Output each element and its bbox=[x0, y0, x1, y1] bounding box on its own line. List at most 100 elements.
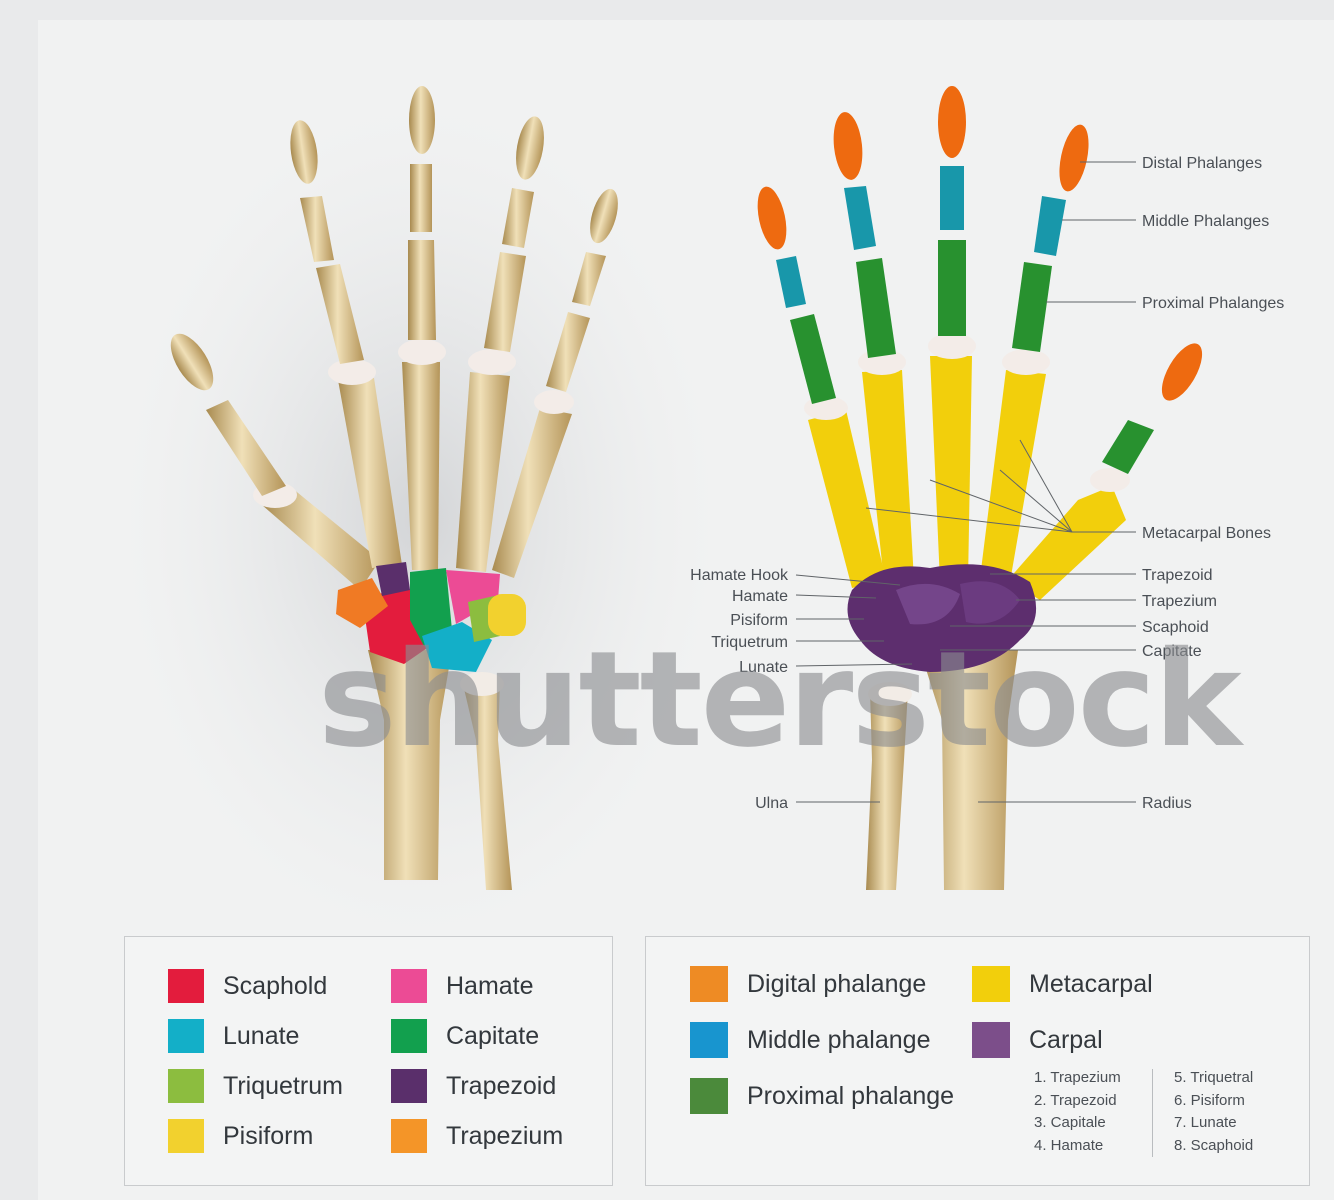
left-middle-proximal bbox=[408, 240, 436, 340]
right-middle-middle bbox=[940, 166, 964, 230]
left-index-distal bbox=[290, 120, 318, 184]
left-index-middle bbox=[300, 196, 334, 262]
legend-swatch bbox=[391, 1119, 427, 1153]
legend-item: Digital phalange bbox=[690, 966, 926, 1002]
left-little-distal bbox=[590, 188, 618, 244]
shutterstock-watermark: shutterstock bbox=[318, 623, 1245, 777]
right-little-middle bbox=[776, 256, 806, 308]
carpal-list-item: 8. Scaphoid bbox=[1174, 1136, 1254, 1154]
left-little-proximal bbox=[546, 312, 590, 392]
legend-label: Metacarpal bbox=[1029, 969, 1153, 998]
left-joint-cap bbox=[468, 349, 516, 375]
left-capitate-bone bbox=[410, 568, 452, 646]
right-carpal-highlight bbox=[960, 581, 1020, 624]
right-ulna-cap bbox=[868, 682, 912, 706]
label-ulna: Ulna bbox=[755, 795, 788, 812]
left-ring-middle bbox=[502, 188, 534, 248]
legend-label: Pisiform bbox=[223, 1121, 314, 1150]
left-joint-cap bbox=[398, 339, 446, 365]
left-ulna-cap bbox=[460, 672, 504, 696]
left-pisiform-bone bbox=[488, 594, 526, 636]
left-hand-bones bbox=[170, 86, 618, 890]
legend-swatch bbox=[690, 1022, 728, 1058]
carpal-list-item: 5. Triquetral bbox=[1174, 1069, 1254, 1086]
label-triquetrum: Triquetrum bbox=[711, 634, 788, 651]
legend-item: Middle phalange bbox=[690, 1022, 930, 1058]
left-index-proximal bbox=[316, 264, 364, 364]
left-joint-cap bbox=[534, 390, 574, 414]
label-scaphoid: Scaphoid bbox=[1142, 619, 1209, 636]
right-little-proximal bbox=[790, 314, 836, 404]
carpal-numbered-list-b: 5. Triquetral 6. Pisiform 7. Lunate 8. S… bbox=[1174, 1067, 1253, 1157]
left-ulna-bone bbox=[462, 680, 512, 890]
label-hamate-hook: Hamate Hook bbox=[690, 567, 789, 584]
label-capitate: Capitate bbox=[1142, 643, 1202, 660]
legend-swatch bbox=[690, 966, 728, 1002]
legend-swatch bbox=[168, 1069, 204, 1103]
legend-label: Carpal bbox=[1029, 1025, 1103, 1054]
label-distal-phalanges: Distal Phalanges bbox=[1142, 155, 1262, 172]
region-legend: Digital phalange Middle phalange Proxima… bbox=[645, 936, 1310, 1186]
right-joint-cap bbox=[1090, 468, 1130, 492]
left-little-middle bbox=[572, 252, 606, 306]
leader-lines bbox=[795, 161, 1136, 803]
right-joint-cap bbox=[1002, 349, 1050, 375]
legend-item: Trapezoid bbox=[391, 1069, 556, 1103]
legend-label: Hamate bbox=[446, 971, 534, 1000]
label-pisiform: Pisiform bbox=[730, 612, 788, 629]
right-ulna-bone bbox=[866, 690, 908, 890]
label-hamate: Hamate bbox=[732, 588, 788, 605]
right-radius-bone bbox=[920, 650, 1018, 890]
left-trapezoid-bone bbox=[376, 562, 410, 596]
label-radius: Radius bbox=[1142, 795, 1192, 812]
left-ring-distal bbox=[516, 116, 544, 180]
right-middle-proximal bbox=[938, 240, 966, 336]
carpal-list-item: 3. Capitale bbox=[1034, 1114, 1106, 1131]
right-middle-distal bbox=[938, 86, 966, 158]
legend-item: Triquetrum bbox=[168, 1069, 343, 1103]
left-middle-distal bbox=[409, 86, 435, 154]
legend-swatch bbox=[168, 1019, 204, 1053]
right-ring-distal bbox=[833, 112, 863, 180]
right-ring-proximal bbox=[856, 258, 896, 358]
legend-item: Metacarpal bbox=[972, 966, 1153, 1002]
left-trapezium-bone bbox=[336, 578, 388, 628]
legend-swatch bbox=[168, 969, 204, 1003]
label-trapezium: Trapezium bbox=[1142, 593, 1217, 610]
legend-swatch bbox=[391, 1069, 427, 1103]
carpal-numbered-list-a: 1. Trapezium 2. Trapezoid 3. Capitale 4.… bbox=[1034, 1067, 1121, 1157]
right-index-distal bbox=[1059, 124, 1089, 192]
legend-item: Pisiform bbox=[168, 1119, 313, 1153]
right-carpal-highlight bbox=[896, 583, 960, 625]
legend-label: Triquetrum bbox=[223, 1071, 343, 1100]
carpal-list-item: 2. Trapezoid bbox=[1034, 1091, 1117, 1109]
list-divider bbox=[1152, 1069, 1153, 1157]
legend-swatch bbox=[168, 1119, 204, 1153]
label-middle-phalanges: Middle Phalanges bbox=[1142, 213, 1269, 230]
left-thumb-metacarpal bbox=[262, 488, 380, 590]
right-thumb-distal bbox=[1161, 343, 1203, 401]
carpal-list-item: 4. Hamate bbox=[1034, 1136, 1104, 1154]
label-proximal-phalanges: Proximal Phalanges bbox=[1142, 295, 1284, 312]
legend-label: Trapezium bbox=[446, 1121, 564, 1150]
right-middle-metacarpal bbox=[930, 356, 972, 582]
label-metacarpal-bones: Metacarpal Bones bbox=[1142, 525, 1271, 542]
carpal-legend: Scaphold Lunate Triquetrum Pisiform Hama… bbox=[124, 936, 613, 1186]
left-joint-cap bbox=[328, 359, 376, 385]
label-lunate: Lunate bbox=[739, 659, 788, 676]
left-hamate-bone bbox=[446, 570, 500, 624]
right-thumb-proximal bbox=[1102, 420, 1154, 474]
right-hand-bones bbox=[757, 86, 1203, 890]
legend-swatch bbox=[391, 969, 427, 1003]
carpal-list-item: 7. Lunate bbox=[1174, 1114, 1237, 1131]
right-index-metacarpal bbox=[980, 370, 1046, 582]
left-little-metacarpal bbox=[492, 408, 572, 578]
legend-item: Scaphold bbox=[168, 969, 327, 1003]
right-ring-middle bbox=[844, 186, 876, 250]
left-radius-bone bbox=[368, 650, 452, 880]
right-little-distal bbox=[757, 186, 787, 250]
legend-item: Carpal bbox=[972, 1022, 1103, 1058]
legend-label: Scaphold bbox=[223, 971, 328, 1000]
right-joint-cap bbox=[928, 333, 976, 359]
legend-swatch bbox=[391, 1019, 427, 1053]
